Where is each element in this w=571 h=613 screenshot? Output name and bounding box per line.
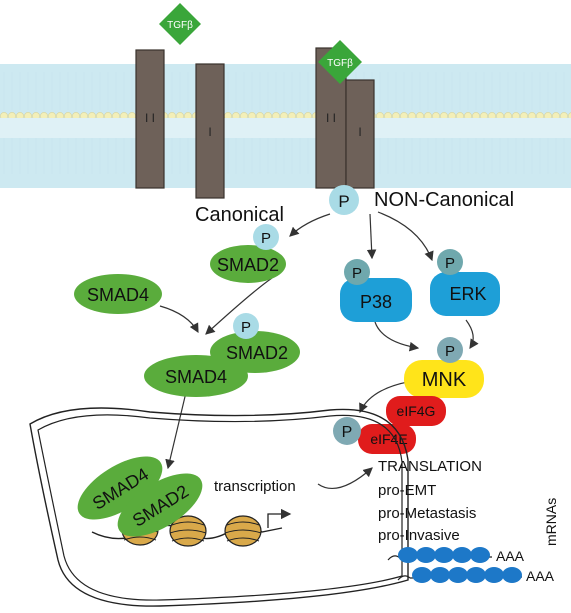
svg-text:P: P (241, 319, 251, 336)
svg-text:P: P (445, 255, 455, 272)
tgfb-ligand-bound: TGFβ (318, 40, 362, 84)
receptor-label-type1-right: I (358, 125, 361, 139)
mrnas-label: mRNAs (543, 498, 559, 546)
svg-text:SMAD4: SMAD4 (87, 285, 149, 305)
polya-tail: AAA (526, 568, 555, 584)
cell-membrane (0, 64, 571, 188)
svg-text:TGFβ: TGFβ (327, 58, 353, 69)
mrna-strand-2: AAA (397, 567, 555, 584)
mrna-strand-1: AAA (387, 547, 525, 564)
svg-text:P: P (342, 424, 353, 441)
svg-text:P: P (261, 230, 271, 247)
translation-title: TRANSLATION (378, 458, 482, 475)
svg-text:SMAD2: SMAD2 (226, 343, 288, 363)
mnk-kinase: MNK P (404, 337, 484, 398)
svg-text:MNK: MNK (422, 369, 467, 391)
output-item: pro-Metastasis (378, 505, 476, 522)
output-item: pro-Invasive (378, 527, 460, 544)
canonical-label: Canonical (195, 204, 284, 226)
histone (224, 515, 262, 547)
p38-kinase: P38 P (340, 259, 412, 322)
smad4-free: SMAD4 (74, 274, 162, 314)
svg-text:SMAD4: SMAD4 (165, 367, 227, 387)
svg-text:TGFβ: TGFβ (167, 20, 193, 31)
output-item: pro-EMT (378, 482, 436, 499)
eif4f-complex: eIF4G eIF4E P (333, 396, 446, 454)
svg-text:P: P (352, 265, 362, 282)
nuclear-smad-complex: SMAD4 SMAD2 (77, 456, 203, 537)
smad2-phosphorylated: SMAD2 P (210, 224, 286, 283)
svg-text:P38: P38 (360, 292, 392, 312)
receptor-complex-left: I I I (135, 49, 225, 199)
receptor-phospho: P (329, 185, 359, 215)
histone (169, 515, 207, 547)
non-canonical-label: NON-Canonical (374, 189, 514, 211)
polya-tail: AAA (496, 548, 525, 564)
svg-text:eIF4G: eIF4G (397, 403, 436, 419)
tgfb-ligand-free: TGFβ (159, 3, 201, 45)
svg-text:P: P (338, 192, 349, 211)
svg-text:ERK: ERK (449, 284, 486, 304)
svg-text:P: P (445, 343, 455, 360)
nucleus (29, 407, 409, 607)
smad-complex: SMAD2 SMAD4 P (144, 313, 300, 397)
pathway-arrows (159, 211, 479, 490)
erk-kinase: ERK P (430, 249, 500, 316)
receptor-label-type1-left: I (208, 125, 211, 139)
receptor-label-type2-right: I I (326, 111, 336, 125)
svg-text:eIF4E: eIF4E (370, 431, 407, 447)
svg-text:SMAD2: SMAD2 (217, 255, 279, 275)
transcription-label: transcription (214, 478, 296, 495)
translation-outputs: TRANSLATION pro-EMT pro-Metastasis pro-I… (378, 458, 559, 546)
receptor-label-type2-left: I I (145, 111, 155, 125)
